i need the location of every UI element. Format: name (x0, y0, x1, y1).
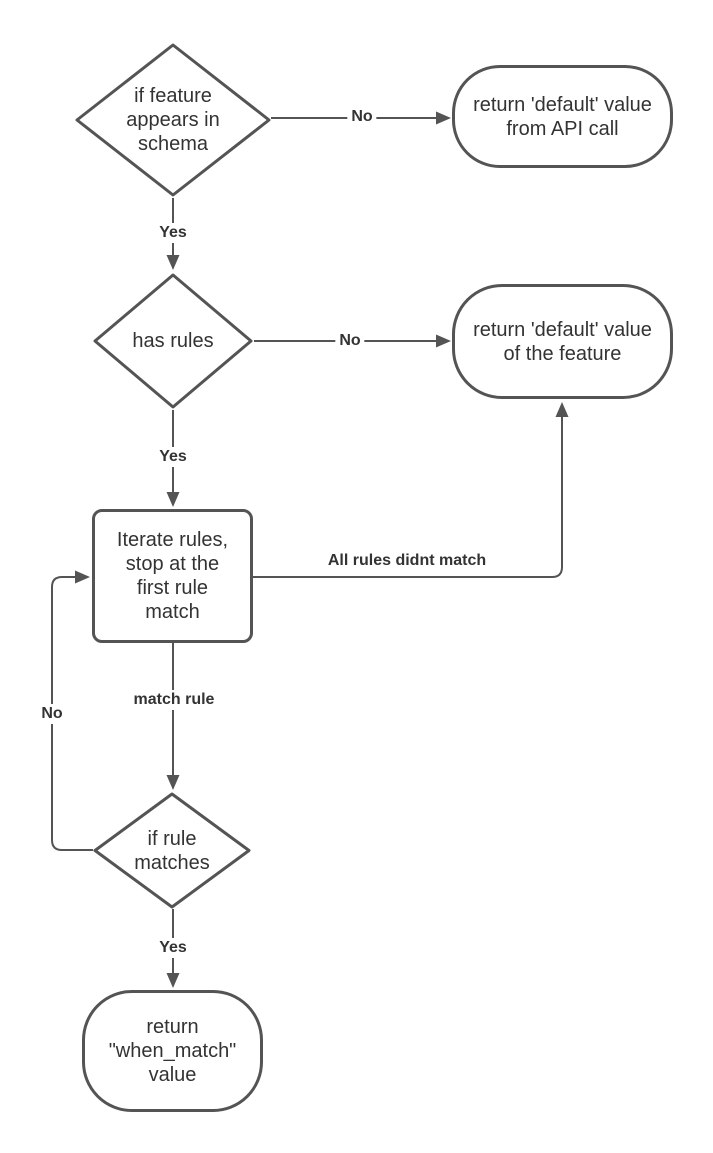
node-iterate-rules: Iterate rules, stop at the first rule ma… (92, 509, 253, 643)
node-if-rule-matches: if rule matches (93, 792, 251, 909)
node-label-iterate-rules: Iterate rules, stop at the first rule ma… (116, 529, 229, 623)
node-label-return-default-api: return 'default' value from API call (473, 93, 652, 140)
edge-label-all-rules-didnt-match: All rules didnt match (323, 551, 491, 571)
arrowhead-loop-no (75, 570, 90, 584)
edge-all-rules-didnt-match (253, 416, 563, 578)
node-return-default-feature: return 'default' value of the feature (452, 284, 673, 399)
arrowhead-feature-yes (166, 255, 180, 270)
arrowhead-all-rules-didnt-match (555, 402, 569, 417)
arrowhead-rules-yes (166, 492, 180, 507)
diamond-shape (75, 43, 271, 197)
node-label-return-default-feature: return 'default' value of the feature (473, 318, 652, 365)
arrowhead-rules-no (436, 334, 451, 348)
edge-label-rules-no: No (335, 331, 365, 351)
node-label-has-rules: has rules (132, 330, 214, 352)
node-return-default-api: return 'default' value from API call (452, 65, 673, 168)
edge-label-loop-no: No (37, 704, 67, 724)
node-has-rules: has rules (93, 273, 253, 409)
edge-label-rules-yes: Yes (155, 447, 191, 467)
arrowhead-match-yes (166, 973, 180, 988)
node-return-when-match: return "when_match" value (82, 990, 263, 1112)
node-label-if-rule-matches: if rule matches (134, 827, 210, 874)
node-label-feature-in-schema: if feature appears in schema (126, 85, 220, 155)
diamond-shape (93, 792, 251, 909)
edge-label-feature-no: No (347, 107, 377, 127)
edge-label-match-yes: Yes (155, 938, 191, 958)
node-feature-in-schema: if feature appears in schema (75, 43, 271, 197)
node-label-return-when-match: return "when_match" value (108, 1016, 237, 1086)
diamond-shape (93, 273, 253, 409)
edge-label-match-rule: match rule (129, 690, 219, 710)
edge-label-feature-yes: Yes (155, 223, 191, 243)
arrowhead-feature-no (436, 111, 451, 125)
arrowhead-match-rule (166, 775, 180, 790)
